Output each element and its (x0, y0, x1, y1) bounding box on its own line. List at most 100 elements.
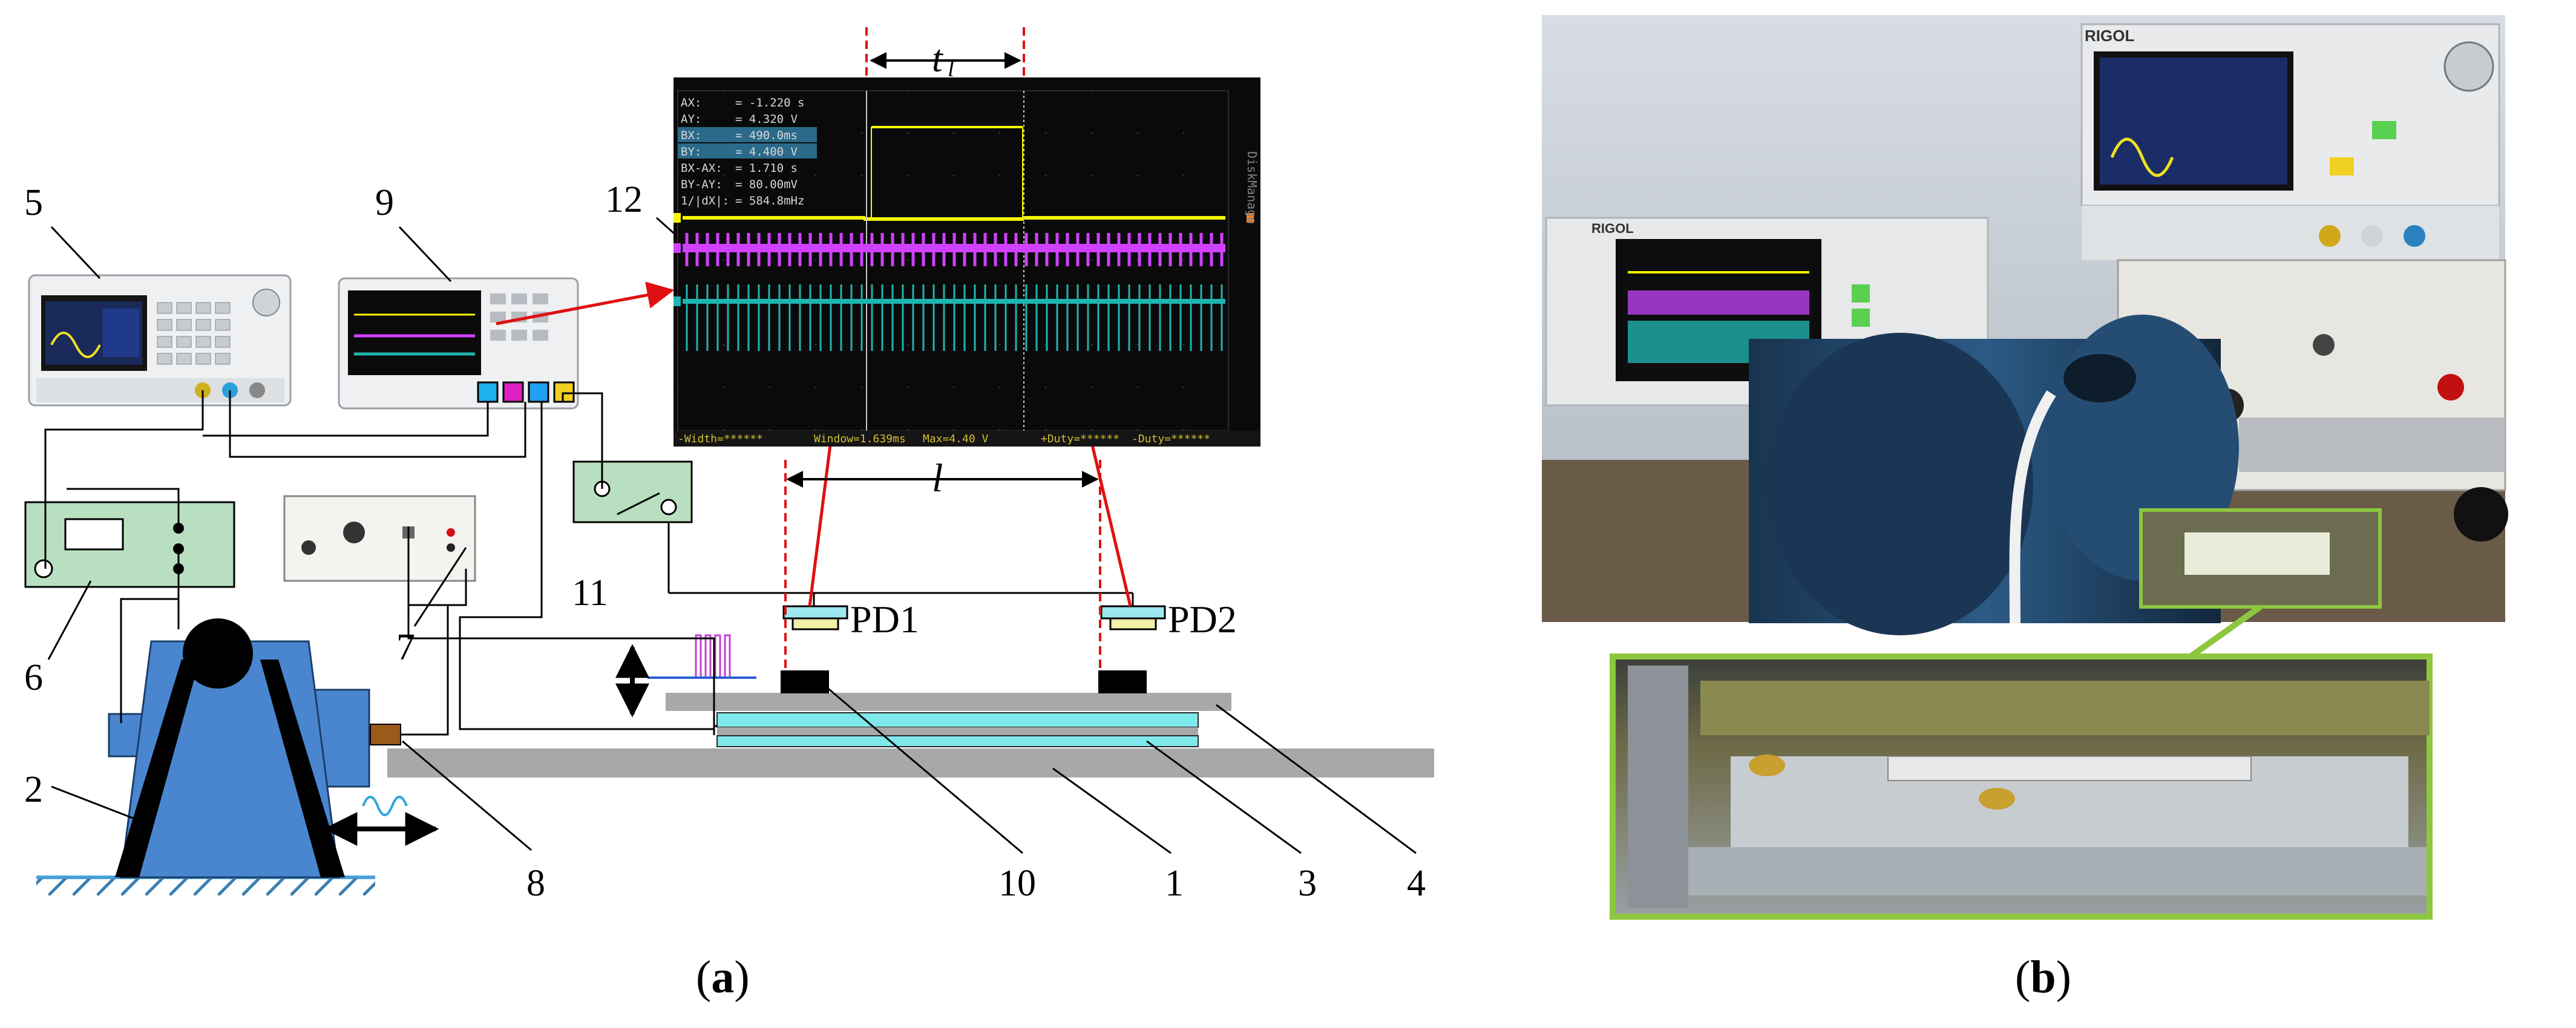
ch1-marker (673, 213, 681, 223)
grid-dot (861, 90, 863, 92)
grid-dot (723, 387, 725, 388)
beam-3-top (717, 713, 1198, 727)
grid-dot (1137, 387, 1139, 388)
status-item: -Width=****** (678, 433, 763, 445)
grid-dot (1091, 344, 1093, 346)
grid-dot (1137, 344, 1139, 346)
grid-dot (677, 387, 679, 388)
photo-brand-1: RIGOL (2085, 27, 2134, 45)
scope-side-label: DiskManage (1245, 151, 1259, 224)
grid-dot (1045, 90, 1047, 92)
readout-value: = 80.00mV (735, 178, 798, 191)
beam-3-core (717, 727, 1198, 736)
readout-value: = 1.710 s (735, 162, 798, 175)
lab-photo: RIGOL RIGOL (1542, 15, 2508, 656)
grid-dot (723, 429, 725, 431)
marker-right (1098, 670, 1147, 693)
callout-4: 4 (1407, 863, 1426, 904)
readout-key: BY: (681, 145, 701, 159)
beam-3-bottom (717, 736, 1198, 747)
grid-dot (999, 90, 1001, 92)
grid-dot (769, 387, 771, 388)
amplifier-6 (25, 502, 234, 587)
readout-key: 1/|dX|: (681, 194, 729, 208)
status-item: +Duty=****** (1041, 433, 1119, 445)
grid-dot (1183, 387, 1185, 388)
grid-dot (1045, 133, 1047, 134)
sine-symbol (363, 797, 407, 815)
scope-screen: DiskManage AX:= -1.220 sAY:= 4.320 VBX:=… (673, 77, 1260, 447)
grid-dot (907, 344, 909, 346)
grid-dot (999, 133, 1001, 134)
grid-dot (1091, 260, 1093, 261)
charge-amplifier-7 (284, 496, 475, 581)
pd2-sensor (1101, 593, 1165, 629)
readout-value: = 4.320 V (735, 113, 798, 126)
grid-dot (1091, 90, 1093, 92)
grid-dot (1091, 175, 1093, 177)
photo-signal-generator: RIGOL (2082, 24, 2499, 260)
callout-5: 5 (24, 182, 43, 223)
callout-9: 9 (375, 182, 394, 223)
grid-dot (1091, 387, 1093, 388)
grid-dot (1091, 429, 1093, 431)
readout-key: BY-AY: (681, 178, 723, 191)
pd1-label: PD1 (850, 598, 919, 641)
grid-dot (953, 175, 955, 177)
grid-dot (999, 175, 1001, 177)
grid-dot (861, 133, 863, 134)
readout-value: = -1.220 s (735, 96, 804, 110)
status-item: -Duty=****** (1132, 433, 1210, 445)
grid-dot (1137, 175, 1139, 177)
readout-key: BX-AX: (681, 162, 723, 175)
grid-dot (677, 260, 679, 261)
grid-dot (815, 387, 817, 388)
caption-b: (b) (2015, 952, 2071, 1003)
callout-6: 6 (24, 657, 43, 698)
grid-dot (769, 90, 771, 92)
grid-dot (999, 429, 1001, 431)
callout-10: 10 (998, 863, 1036, 904)
grid-dot (1091, 133, 1093, 134)
grid-dot (1137, 429, 1139, 431)
signal-generator (29, 275, 290, 405)
grid-dot (1183, 133, 1185, 134)
ch1-trace (683, 218, 1225, 219)
grid-dot (677, 175, 679, 177)
ground-hatch (36, 879, 375, 895)
inset-closeup (1613, 656, 2430, 917)
grid-dot (1183, 175, 1185, 177)
readout-value: = 490.0ms (735, 129, 798, 142)
grid-dot (999, 387, 1001, 388)
readout-key: BX: (681, 129, 701, 142)
status-item: Max=4.40 V (923, 433, 989, 445)
grid-dot (1137, 133, 1139, 134)
grid-dot (999, 260, 1001, 261)
grid-dot (907, 175, 909, 177)
sensor-8 (370, 724, 401, 745)
shaker (109, 618, 369, 877)
grid-dot (815, 90, 817, 92)
grid-dot (907, 429, 909, 431)
grid-dot (907, 387, 909, 388)
plate-4 (666, 693, 1231, 711)
grid-dot (1183, 429, 1185, 431)
oscilloscope (339, 278, 578, 408)
scope-bottom-bar: -Width=****** Window=1.639ms Max=4.40 V +Du… (673, 431, 1260, 447)
status-item: Window=1.639ms (814, 433, 906, 445)
marker-left (781, 670, 829, 693)
callout-8: 8 (526, 863, 545, 904)
callout-2: 2 (24, 769, 43, 810)
grid-dot (723, 175, 725, 177)
grid-dot (1137, 90, 1139, 92)
tl-label: t (932, 37, 944, 80)
grid-dot (723, 260, 725, 261)
callout-11: 11 (572, 572, 608, 614)
l-label: l (932, 456, 943, 500)
grid-dot (861, 429, 863, 431)
grid-dot (953, 429, 955, 431)
grid-dot (677, 344, 679, 346)
pd2-label: PD2 (1168, 598, 1237, 641)
